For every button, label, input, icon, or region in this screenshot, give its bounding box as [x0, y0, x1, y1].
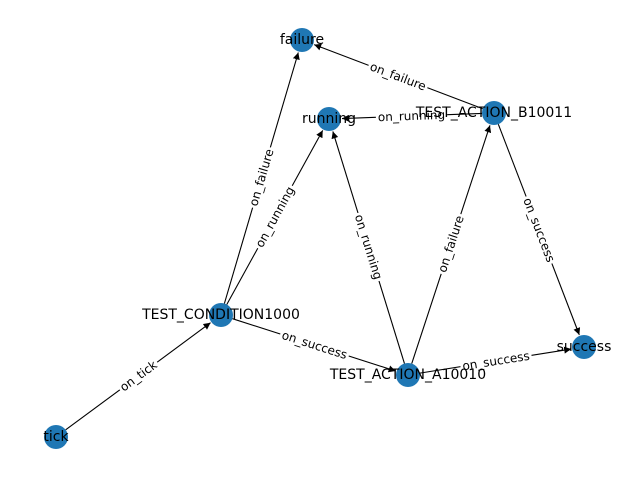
- edge-label-actA-to-running: on_running: [350, 210, 387, 284]
- node-label-running: running: [302, 111, 356, 127]
- edge-label-background: [459, 347, 533, 375]
- edge-label-cond-to-actA: on_success: [277, 326, 352, 364]
- node-actB[interactable]: [482, 101, 506, 125]
- node-actA[interactable]: [396, 363, 420, 387]
- edge-label-background: [518, 193, 560, 267]
- node-label-failure: failure: [280, 32, 324, 48]
- node-label-tick: tick: [43, 429, 69, 445]
- node-success[interactable]: [572, 335, 596, 359]
- node-label-cond: TEST_CONDITION1000: [141, 307, 300, 323]
- edge-label-actB-to-running: on_running: [375, 106, 448, 126]
- edge-label-background: [375, 106, 448, 126]
- edge-label-background: [115, 355, 162, 397]
- edge-label-background: [433, 211, 469, 277]
- edge-label-background: [277, 326, 352, 364]
- edge-label-background: [250, 181, 300, 253]
- edge-label-text: on_failure: [246, 147, 276, 207]
- edge-label-actA-to-actB: on_failure: [433, 211, 469, 277]
- nodes-layer: [44, 28, 596, 449]
- edge-label-background: [350, 210, 387, 284]
- edge-label-background: [244, 145, 279, 210]
- node-label-actB: TEST_ACTION_B10011: [415, 105, 572, 121]
- edge-label-tick-to-cond: on_tick: [115, 355, 162, 397]
- edge-label-text: on_failure: [435, 214, 467, 274]
- edge-label-background: [365, 57, 431, 96]
- node-failure[interactable]: [290, 28, 314, 52]
- edge-label-actB-to-success: on_success: [518, 193, 560, 267]
- node-cond[interactable]: [209, 303, 233, 327]
- edge-label-text: on_tick: [117, 358, 160, 395]
- node-label-success: success: [557, 339, 612, 355]
- node-running[interactable]: [317, 107, 341, 131]
- edge-label-actB-to-failure: on_failure: [365, 57, 431, 96]
- edge-label-text: on_running: [378, 108, 446, 124]
- edge-label-text: on_success: [520, 196, 557, 264]
- edge-label-cond-to-failure: on_failure: [244, 145, 279, 210]
- node-tick[interactable]: [44, 425, 68, 449]
- node-label-actA: TEST_ACTION_A10010: [329, 367, 486, 383]
